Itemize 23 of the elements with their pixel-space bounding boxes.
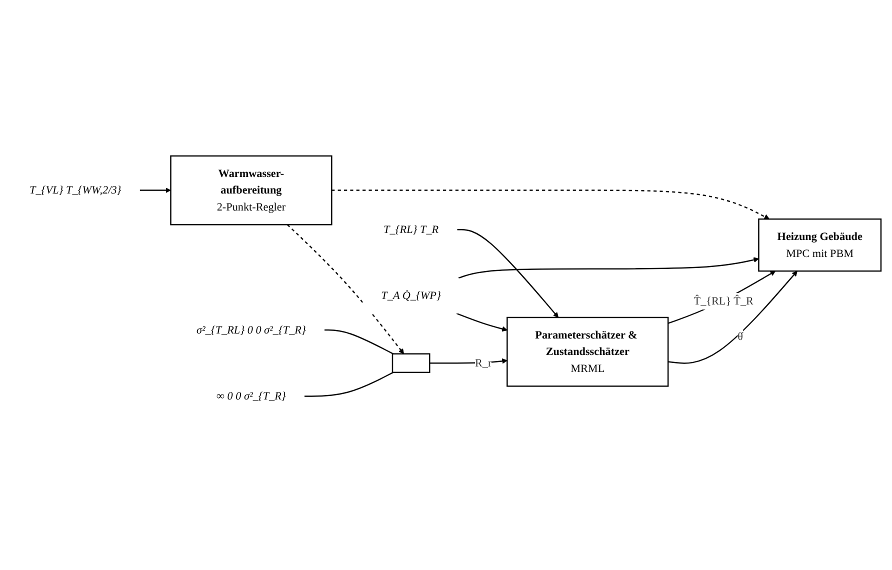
node-box: Parameterschätzer & Zustandsschätzer MRML (506, 316, 669, 387)
arrow (140, 188, 172, 194)
node-text: ∞ 0 0 σ²_{T_R} (216, 390, 286, 402)
node-text: T_{VL} T_{WW,2/3} (30, 184, 122, 196)
node-text: T_{RL} T_R (384, 223, 439, 236)
node-box: Warmwasser-aufbereitung 2-Punkt-Regler (170, 155, 332, 226)
edge-label: θ̂ (738, 330, 744, 342)
arrow (430, 358, 508, 364)
arrow (458, 257, 759, 279)
node-text: σ²_{T_RL} 0 0 σ²_{T_R} (196, 324, 306, 336)
node-box (392, 353, 430, 374)
arrow (457, 229, 559, 318)
arrow (456, 312, 508, 332)
arrow (668, 270, 776, 324)
arrow (332, 190, 770, 220)
edge-label: T̂_{RL} T̂_R (694, 294, 754, 308)
connector (324, 329, 394, 354)
arrow (668, 270, 798, 364)
node-text: T_A Q̇_{WP} (381, 289, 441, 302)
arrow (286, 224, 404, 354)
edge-label: R_r (475, 356, 492, 370)
node-box: Heizung Gebäude MPC mit PBM (758, 218, 882, 272)
connector (304, 372, 394, 397)
